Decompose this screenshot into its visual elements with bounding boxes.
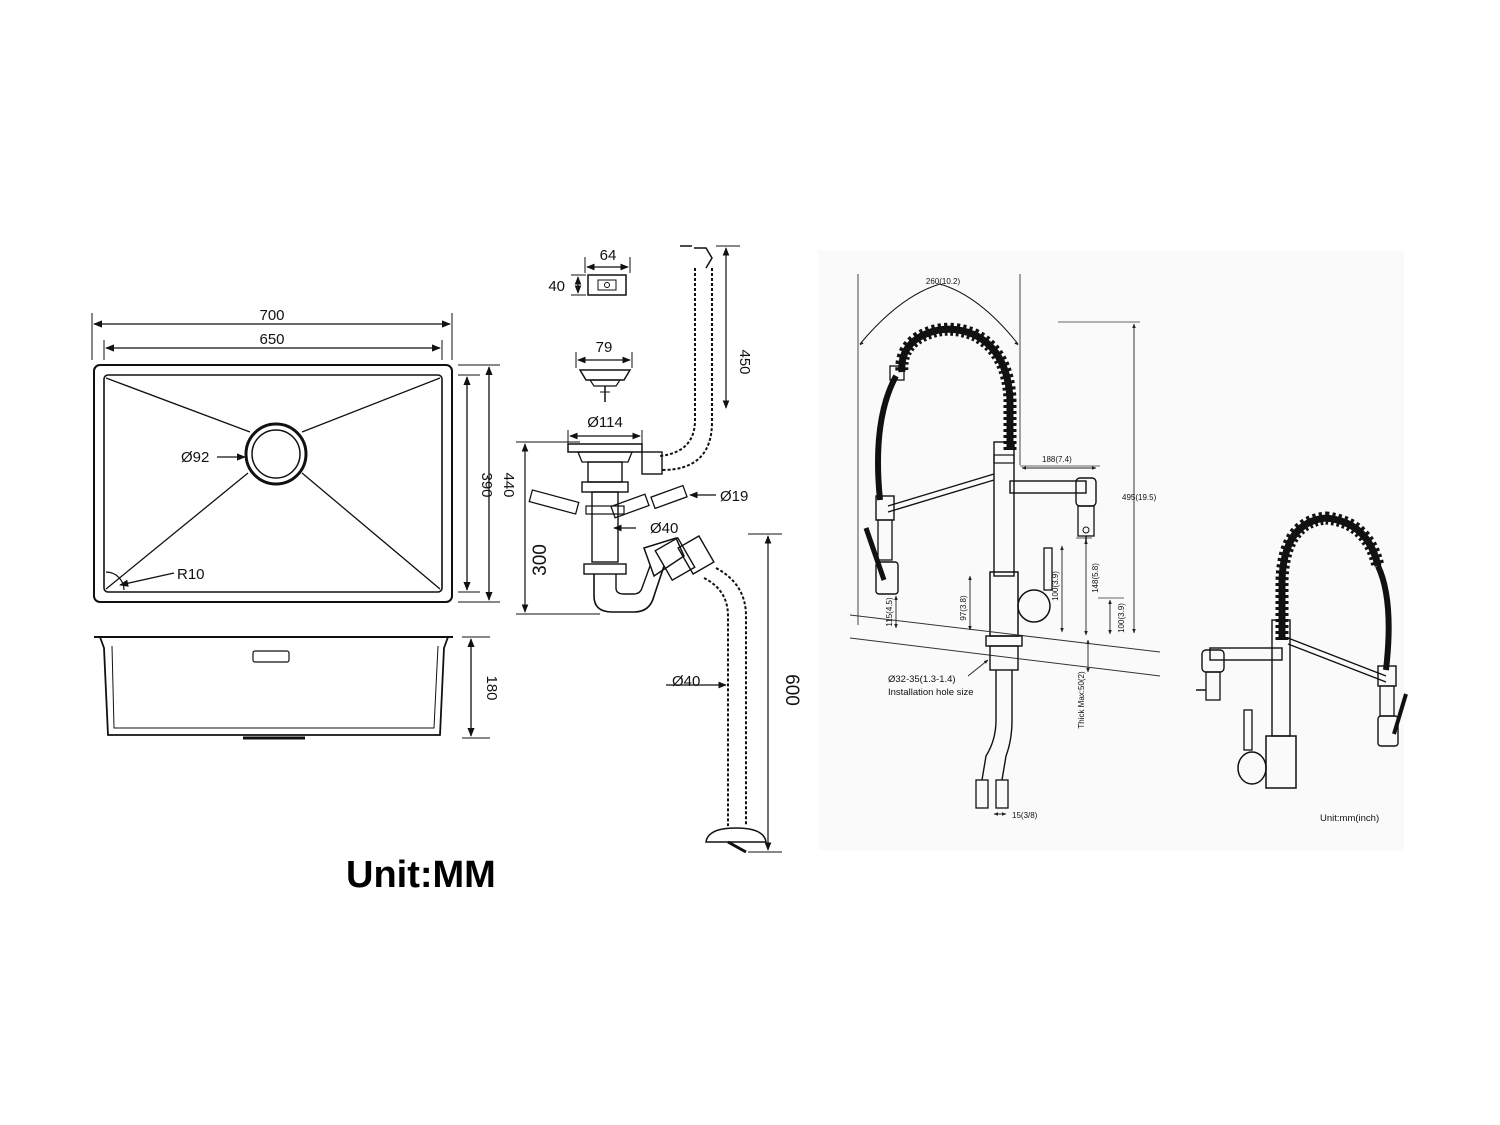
dim-overflow-width: 64 (600, 247, 617, 264)
faucet-unit-label: Unit:mm(inch) (1320, 813, 1379, 824)
faucet-dim-spring-width: 260(10.2) (926, 277, 961, 286)
dim-outlet-diameter: Ø40 (672, 673, 700, 690)
faucet-dim-sprayer-height: 115(4.5) (885, 597, 894, 627)
dim-width-outer: 700 (259, 307, 284, 324)
faucet-dim-handle-height: 100(3.9) (1051, 571, 1060, 601)
sink-dimensions: 700 650 390 440 Ø92 R10 (91, 307, 517, 603)
sink-side-view: 180 (94, 636, 500, 740)
faucet-dim-outlet-height: 100(3.9) (1117, 603, 1126, 633)
faucet-dim-spout-height: 148(5.8) (1091, 563, 1100, 593)
dim-bowl-height: 180 (483, 675, 500, 700)
sink-top-view (93, 364, 453, 603)
unit-label: Unit:MM (346, 854, 496, 896)
dim-basket-width: 79 (596, 339, 613, 356)
dim-flange-diameter: Ø114 (587, 414, 623, 431)
faucet-dim-hole-size: Ø32-35(1.3-1.4) (888, 674, 956, 685)
faucet-dim-deck-thickness: Thick Max:50(2) (1077, 671, 1086, 729)
faucet-hole-label: Installation hole size (888, 687, 974, 698)
dim-trap-diameter: Ø40 (650, 520, 678, 537)
dim-small-pipe-diameter: Ø19 (720, 488, 748, 505)
faucet-perspective: Unit:mm(inch) (1196, 511, 1408, 824)
faucet-dim-total-height: 495(19.5) (1122, 493, 1157, 502)
faucet-dim-spout-reach: 188(7.4) (1042, 455, 1072, 464)
faucet-dim-hose-connector: 15(3/8) (1012, 811, 1038, 820)
dim-hose-length: 450 (736, 349, 753, 374)
drain-kit: 64 40 79 Ø114 Ø19 (516, 245, 802, 854)
dim-trap-height: 300 (530, 544, 551, 576)
faucet-elevation: 260(10.2) (849, 274, 1161, 820)
dim-corner-radius: R10 (177, 566, 205, 583)
faucet-panel (818, 250, 1404, 850)
dim-width-inner: 650 (259, 331, 284, 348)
dim-drain-diameter: Ø92 (181, 449, 209, 466)
dim-depth-outer: 440 (500, 472, 517, 497)
dim-depth-inner: 390 (478, 472, 495, 497)
faucet-dim-base-height: 97(3.8) (959, 595, 968, 621)
dim-overflow-height: 40 (548, 278, 565, 295)
dim-outlet-length: 600 (781, 674, 802, 706)
